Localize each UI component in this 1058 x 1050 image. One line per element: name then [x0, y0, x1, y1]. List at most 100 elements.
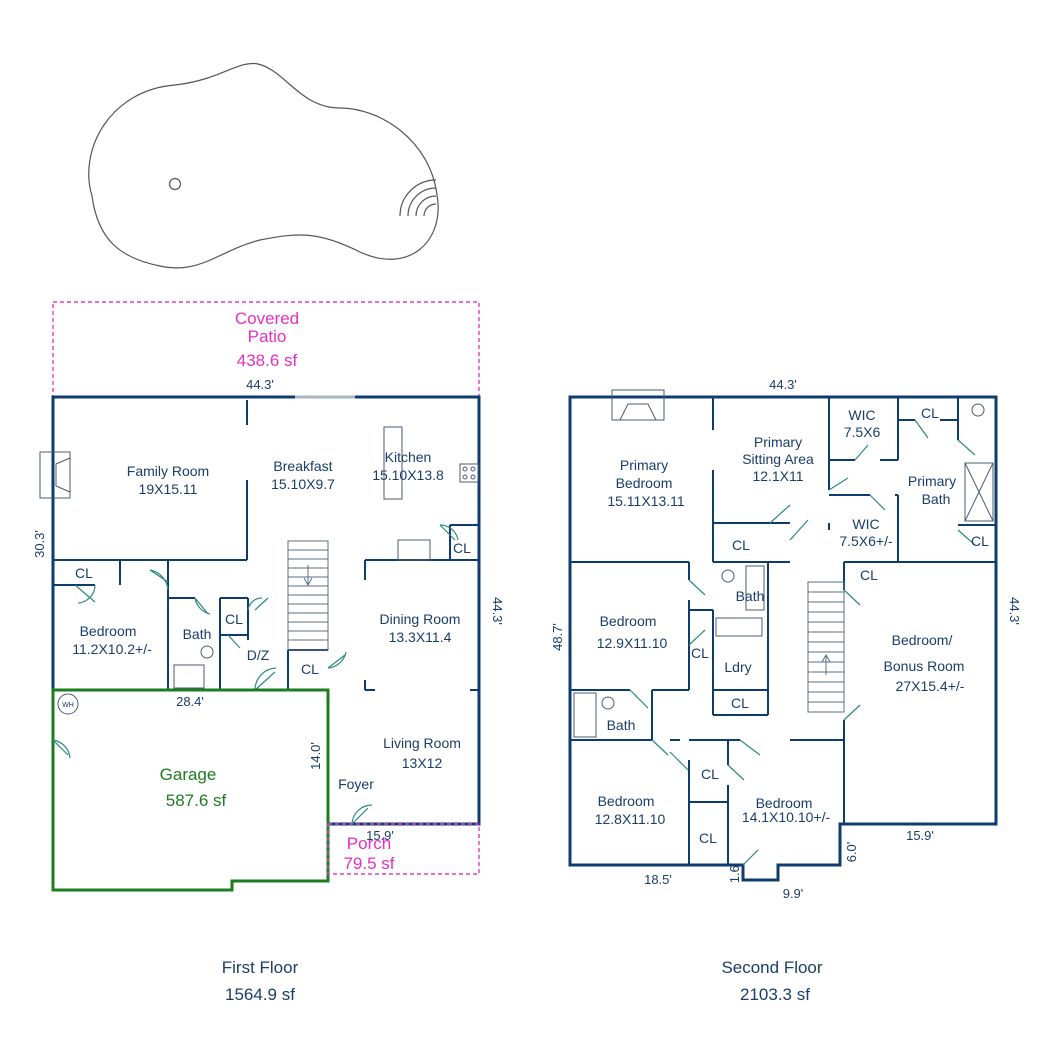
garage-side-dimension: 14.0' — [308, 742, 323, 770]
primary-toilet-icon — [971, 403, 985, 417]
bedroom-3-closet-label: CL — [699, 830, 717, 846]
pool-drain — [168, 177, 182, 191]
sink-icon — [397, 539, 431, 561]
svg-text:WH: WH — [62, 702, 74, 709]
living-room-label: Living Room — [383, 735, 461, 751]
family-room-label: Family Room — [127, 463, 209, 479]
primary-bath-label-2: Bath — [922, 491, 951, 507]
covered-patio-label: Covered — [235, 309, 299, 328]
breakfast-size: 15.10X9.7 — [271, 476, 335, 492]
pool-steps — [399, 179, 437, 217]
garage-outline — [51, 688, 330, 892]
porch-area: 79.5 sf — [343, 854, 394, 873]
first-floor-bedroom-label: Bedroom — [80, 623, 137, 639]
porch-top-dimension: 15.9' — [366, 828, 394, 843]
lower-bath-toilet-icon — [601, 696, 615, 710]
first-floor-stairs — [287, 540, 329, 651]
breakfast-label: Breakfast — [273, 458, 332, 474]
tub-icon — [173, 664, 205, 689]
sitting-closet-label: CL — [732, 537, 750, 553]
foyer-label: Foyer — [338, 776, 374, 792]
kitchen-closet-label: CL — [453, 540, 471, 556]
living-room-size: 13X12 — [402, 755, 443, 771]
second-floor-bottom-right-dimension: 15.9' — [906, 828, 934, 843]
primary-closet-label: CL — [921, 405, 939, 421]
family-room-size: 19X15.11 — [139, 481, 198, 497]
second-floor-step-dimension: 1.6' — [727, 863, 742, 884]
laundry-label: Ldry — [724, 659, 751, 675]
porch-label: Porch — [347, 834, 391, 853]
upper-bath-tub-icon — [745, 565, 765, 611]
toilet-icon — [200, 645, 214, 659]
garage-area: 587.6 sf — [166, 791, 227, 810]
bonus-closet-label: CL — [860, 567, 878, 583]
dining-room-label: Dining Room — [380, 611, 461, 627]
porch-outline — [327, 823, 480, 875]
cooktop-icon — [459, 463, 479, 483]
bonus-room-label-2: Bonus Room — [884, 658, 965, 674]
pool-outline — [88, 62, 439, 269]
second-floor-bottom-mid-dimension: 9.9' — [783, 886, 804, 901]
bath-closet-label: CL — [225, 611, 243, 627]
second-floor-top-dimension: 44.3' — [769, 377, 797, 392]
lower-bath-label: Bath — [607, 717, 636, 733]
fireplace-icon — [39, 451, 71, 499]
primary-bedroom-label-2: Bedroom — [616, 475, 673, 491]
washer-dryer-icon — [715, 617, 763, 637]
primary-bedroom-size: 15.11X13.11 — [607, 493, 685, 509]
bedroom-closet-label: CL — [75, 565, 93, 581]
upper-bath-label: Bath — [736, 588, 765, 604]
pool — [88, 62, 439, 269]
upper-bath-toilet-icon — [721, 569, 735, 583]
first-floor-left-dimension: 30.3' — [32, 530, 47, 558]
first-floor-bedroom-size: 11.2X10.2+/- — [72, 641, 152, 657]
second-floor-step-right-dimension: 6.0' — [844, 842, 859, 863]
lower-bath-tub-icon — [573, 692, 597, 738]
second-floor-right-dimension: 44.3' — [1007, 597, 1022, 625]
bedroom-2-label: Bedroom — [598, 793, 655, 809]
second-floor-title: Second Floor — [721, 958, 822, 977]
shower-icon — [964, 462, 994, 522]
dz-label: D/Z — [247, 647, 270, 663]
bedroom-1-closet-label: CL — [691, 645, 709, 661]
second-floor-area: 2103.3 sf — [740, 985, 810, 1004]
wic-2-label: WIC — [852, 516, 879, 532]
bonus-room-size: 27X15.4+/- — [896, 678, 965, 694]
primary-sitting-label-2: Sitting Area — [742, 451, 814, 467]
first-floor-area: 1564.9 sf — [225, 985, 295, 1004]
bath-closet-label-2: CL — [971, 533, 989, 549]
primary-sitting-label: Primary — [754, 434, 802, 450]
kitchen-size: 15.10X13.8 — [372, 467, 444, 483]
kitchen-label: Kitchen — [385, 449, 432, 465]
bedroom-3-size: 14.1X10.10+/- — [742, 809, 831, 825]
covered-patio-outline — [52, 301, 480, 398]
garage-label: Garage — [160, 765, 217, 784]
bedroom-3-label: Bedroom — [756, 795, 813, 811]
covered-patio-area: 438.6 sf — [237, 351, 298, 370]
second-floor-exterior-wall — [568, 395, 998, 882]
covered-patio-label-2: Patio — [248, 327, 287, 346]
bedroom-2-closet-label: CL — [701, 766, 719, 782]
second-floor-left-dimension: 48.7' — [550, 623, 565, 651]
primary-bedroom-label: Primary — [620, 457, 668, 473]
first-floor-bath-label: Bath — [183, 626, 212, 642]
primary-sitting-size: 12.1X11 — [752, 468, 803, 484]
first-floor: Covered Patio 438.6 sf 44.3' — [32, 301, 505, 1004]
bonus-room-label: Bedroom/ — [892, 632, 953, 648]
second-floor-stairs — [807, 581, 845, 713]
water-heater-icon: WH — [57, 693, 79, 715]
garage-top-dimension: 28.4' — [176, 694, 204, 709]
primary-bath-label: Primary — [908, 473, 956, 489]
second-floor-bottom-left-dimension: 18.5' — [644, 872, 672, 887]
kitchen-island — [383, 426, 403, 500]
wic-2-size: 7.5X6+/- — [839, 533, 893, 549]
first-floor-right-dimension: 44.3' — [490, 597, 505, 625]
second-floor-fireplace-icon — [611, 389, 665, 421]
first-floor-title: First Floor — [222, 958, 299, 977]
first-floor-top-dimension: 44.3' — [246, 377, 274, 392]
bedroom-1-label: Bedroom — [600, 613, 657, 629]
second-floor: Primary Bedroom 15.11X13.11 Primary Sitt… — [550, 377, 1022, 1004]
bedroom-2-size: 12.8X11.10 — [595, 811, 666, 827]
hall-closet-label: CL — [731, 695, 749, 711]
